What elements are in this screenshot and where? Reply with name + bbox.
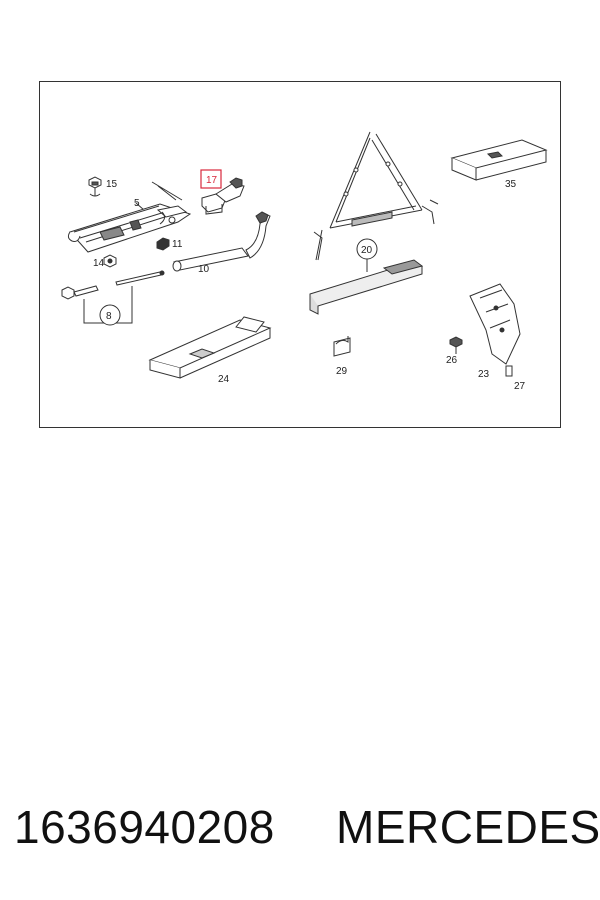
exploded-parts-diagram: 15 5 17 11 14 10 xyxy=(61,127,548,392)
callout-11: 11 xyxy=(172,239,183,250)
callout-27: 27 xyxy=(514,381,526,392)
part-14-grommet xyxy=(103,254,117,268)
callout-14: 14 xyxy=(93,258,105,269)
callout-20: 20 xyxy=(361,245,373,256)
part-11-clip xyxy=(156,237,170,251)
part-8-bolt-b xyxy=(115,270,165,286)
part-15-clip xyxy=(88,176,102,197)
part-20-triangle-case xyxy=(309,259,424,315)
callout-8: 8 xyxy=(106,311,112,322)
callout-26: 26 xyxy=(446,355,458,366)
callout-circle-20 xyxy=(356,238,378,260)
callout-17: 17 xyxy=(206,175,218,186)
callout-35: 35 xyxy=(505,179,517,190)
part-24-tool-tray xyxy=(148,316,272,379)
callout-24: 24 xyxy=(218,374,230,385)
callout-5: 5 xyxy=(134,198,140,209)
brand-name-text: MERCEDES xyxy=(336,801,600,853)
part-17-bracket xyxy=(201,177,245,215)
part-5-jack xyxy=(67,181,192,253)
highlight-box-17 xyxy=(200,169,222,189)
callout-23: 23 xyxy=(478,369,490,380)
part-20-warning-triangle xyxy=(313,127,439,261)
part-8-bolt-a xyxy=(61,285,99,300)
callout-15: 15 xyxy=(106,179,118,190)
part-10-crank-handle xyxy=(172,211,271,272)
part-23-bracket xyxy=(469,283,521,365)
parts-diagram-frame: 15 5 17 11 14 10 xyxy=(39,81,561,428)
callout-10: 10 xyxy=(198,264,210,275)
part-35-box xyxy=(450,139,548,181)
part-number-text: 1636940208 xyxy=(14,801,275,853)
part-27-clip xyxy=(505,365,513,377)
part-26-screw xyxy=(449,336,463,354)
callout-circle-8 xyxy=(99,304,121,326)
callout-29: 29 xyxy=(336,366,348,377)
part-29-clamp xyxy=(333,336,351,357)
